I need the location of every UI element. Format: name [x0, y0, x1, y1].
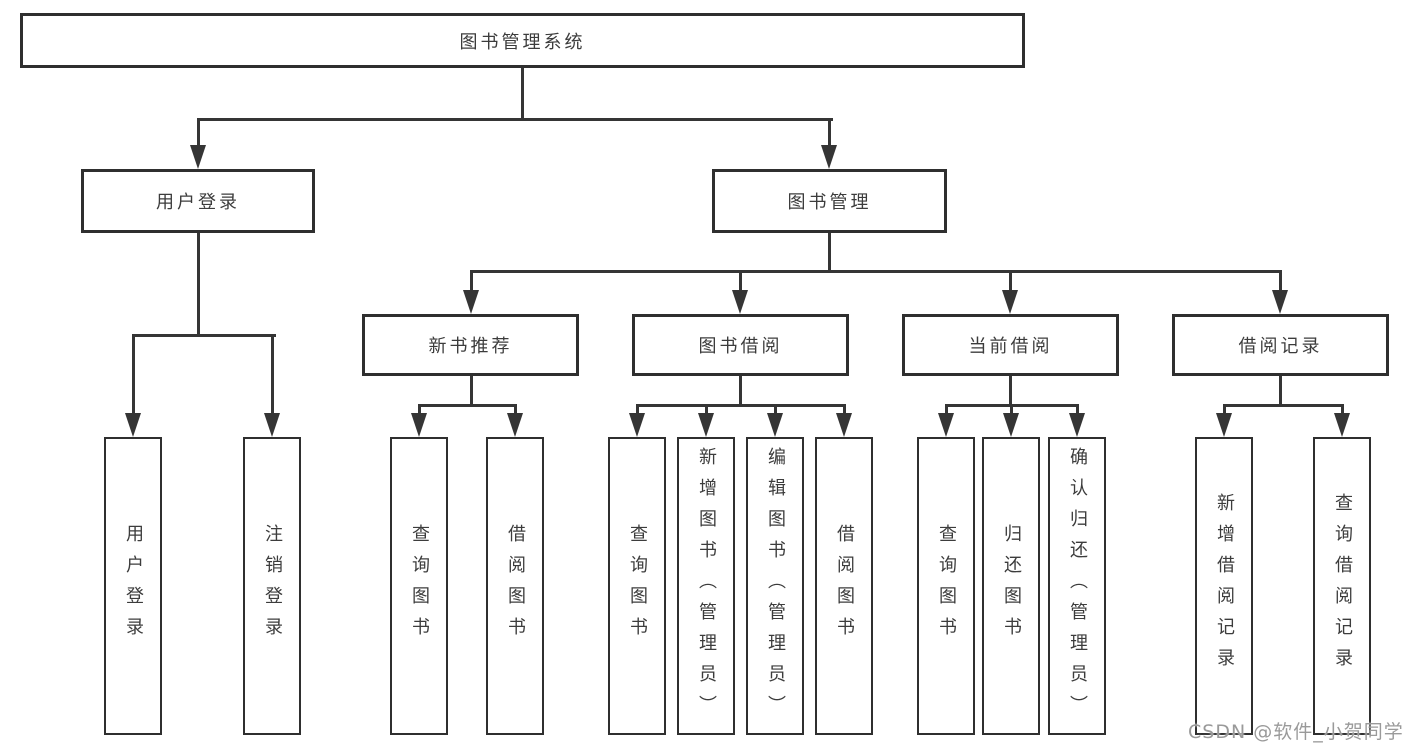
- node-new-book-recommendation-label: 新书推荐: [428, 336, 513, 357]
- arrowhead-icon: [1069, 413, 1085, 437]
- connector-line: [828, 231, 831, 273]
- connector-line: [1278, 270, 1282, 295]
- leaf-add-books-admin: 新增图书（管理员）: [677, 437, 735, 735]
- node-user-login-label: 用户登录: [156, 192, 240, 213]
- leaf-logout: 注销登录: [243, 437, 301, 735]
- connector-line: [513, 404, 517, 418]
- arrowhead-icon: [698, 413, 714, 437]
- connector-line: [738, 374, 742, 407]
- leaf-logout-label: 注销登录: [262, 524, 283, 648]
- arrowhead-icon: [767, 413, 783, 437]
- leaf-user-login: 用户登录: [104, 437, 162, 735]
- connector-line: [635, 404, 846, 407]
- leaf-query-books-current: 查询图书: [917, 437, 975, 735]
- node-library-system-label: 图书管理系统: [459, 31, 586, 53]
- node-book-management: 图书管理: [712, 169, 947, 233]
- connector-line: [469, 374, 473, 407]
- leaf-borrow-books-label: 借阅图书: [834, 524, 855, 648]
- connector-line: [270, 334, 274, 416]
- connector-line: [1008, 374, 1012, 407]
- leaf-borrow-books-recommend: 借阅图书: [486, 437, 544, 735]
- leaf-query-books-recommend: 查询图书: [390, 437, 448, 735]
- node-borrowing-records: 借阅记录: [1172, 314, 1389, 376]
- node-borrowing-records-label: 借阅记录: [1238, 336, 1323, 357]
- arrowhead-icon: [264, 413, 280, 437]
- leaf-edit-books-admin-label: 编辑图书（管理员）: [765, 446, 786, 726]
- connector-line: [944, 404, 948, 418]
- leaf-confirm-return-admin-label: 确认归还（管理员）: [1067, 446, 1088, 726]
- connector-line: [842, 404, 846, 418]
- arrowhead-icon: [507, 413, 523, 437]
- connector-line: [131, 334, 276, 337]
- connector-line: [1009, 404, 1013, 418]
- connector-line: [131, 334, 135, 416]
- leaf-add-borrow-record-label: 新增借阅记录: [1214, 493, 1235, 679]
- connector-line: [469, 270, 473, 295]
- connector-line: [417, 404, 421, 418]
- connector-line: [704, 404, 708, 418]
- leaf-return-books: 归还图书: [982, 437, 1040, 735]
- leaf-query-books-recommend-label: 查询图书: [409, 524, 430, 648]
- leaf-query-books-borrowing-label: 查询图书: [627, 524, 648, 648]
- leaf-confirm-return-admin: 确认归还（管理员）: [1048, 437, 1106, 735]
- leaf-user-login-label: 用户登录: [123, 524, 144, 648]
- arrowhead-icon: [1002, 290, 1018, 314]
- node-library-system: 图书管理系统: [20, 13, 1025, 68]
- leaf-query-borrow-record-label: 查询借阅记录: [1332, 493, 1353, 679]
- connector-line: [773, 404, 777, 418]
- node-book-borrowing: 图书借阅: [632, 314, 849, 376]
- csdn-watermark: CSDN @软件_小贺同学: [1188, 721, 1404, 743]
- connector-line: [1340, 404, 1344, 418]
- arrowhead-icon: [125, 413, 141, 437]
- leaf-query-books-current-label: 查询图书: [936, 524, 957, 648]
- arrowhead-icon: [836, 413, 852, 437]
- node-current-borrowing-label: 当前借阅: [968, 336, 1053, 357]
- connector-line: [1222, 404, 1226, 418]
- connector-line: [828, 118, 831, 148]
- leaf-borrow-books: 借阅图书: [815, 437, 873, 735]
- connector-line: [196, 118, 833, 121]
- arrowhead-icon: [1216, 413, 1232, 437]
- node-new-book-recommendation: 新书推荐: [362, 314, 579, 376]
- arrowhead-icon: [190, 145, 206, 169]
- arrowhead-icon: [821, 145, 837, 169]
- leaf-add-books-admin-label: 新增图书（管理员）: [696, 446, 717, 726]
- connector-line: [469, 270, 1282, 273]
- connector-line: [1075, 404, 1079, 418]
- node-current-borrowing: 当前借阅: [902, 314, 1119, 376]
- node-user-login: 用户登录: [81, 169, 315, 233]
- node-book-borrowing-label: 图书借阅: [698, 336, 783, 357]
- arrowhead-icon: [629, 413, 645, 437]
- leaf-add-borrow-record: 新增借阅记录: [1195, 437, 1253, 735]
- leaf-edit-books-admin: 编辑图书（管理员）: [746, 437, 804, 735]
- leaf-query-books-borrowing: 查询图书: [608, 437, 666, 735]
- connector-line: [521, 66, 524, 121]
- arrowhead-icon: [732, 290, 748, 314]
- connector-line: [1222, 404, 1344, 407]
- arrowhead-icon: [1003, 413, 1019, 437]
- connector-line: [196, 118, 200, 148]
- connector-line: [635, 404, 639, 418]
- arrowhead-icon: [411, 413, 427, 437]
- connector-line: [1008, 270, 1012, 295]
- arrowhead-icon: [938, 413, 954, 437]
- node-book-management-label: 图书管理: [787, 192, 872, 213]
- connector-line: [196, 231, 200, 337]
- connector-line: [738, 270, 742, 295]
- connector-line: [1278, 374, 1282, 407]
- leaf-borrow-books-recommend-label: 借阅图书: [505, 524, 526, 648]
- arrowhead-icon: [1272, 290, 1288, 314]
- arrowhead-icon: [1334, 413, 1350, 437]
- leaf-query-borrow-record: 查询借阅记录: [1313, 437, 1371, 735]
- connector-line: [417, 404, 517, 407]
- arrowhead-icon: [463, 290, 479, 314]
- leaf-return-books-label: 归还图书: [1001, 524, 1022, 648]
